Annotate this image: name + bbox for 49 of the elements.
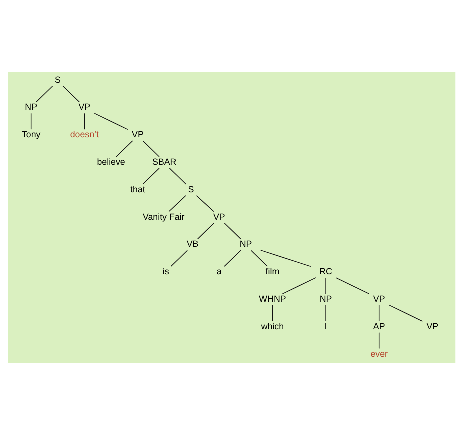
node-text: NP xyxy=(320,294,332,304)
node-text: SBAR xyxy=(152,157,177,167)
connector xyxy=(260,250,312,268)
connector xyxy=(142,140,160,158)
node-text: is xyxy=(162,266,170,277)
node-text: believe xyxy=(97,157,126,167)
connector xyxy=(30,113,32,130)
node-text: VP xyxy=(78,102,91,112)
node-text: VP xyxy=(213,212,226,222)
node-text: ever xyxy=(370,348,388,359)
node-text: a xyxy=(216,266,222,277)
node-text: doesn’t xyxy=(70,130,99,140)
connector xyxy=(62,86,80,103)
connector xyxy=(168,195,186,212)
node-text: VP xyxy=(426,321,439,332)
node-text: film xyxy=(266,266,280,277)
node-text: S xyxy=(188,184,194,194)
connector xyxy=(36,86,54,103)
node-text: Vanity Fair xyxy=(142,212,185,222)
node-text: NP xyxy=(25,102,38,112)
connector xyxy=(198,222,215,240)
connector xyxy=(389,304,424,322)
node-text: I xyxy=(324,321,328,332)
node-text: VP xyxy=(373,294,386,304)
node-text: VP xyxy=(132,130,144,140)
connector xyxy=(282,278,316,294)
node-text: NP xyxy=(240,239,252,250)
node-text: which xyxy=(261,321,284,332)
connector xyxy=(224,222,242,240)
connector xyxy=(94,113,128,130)
connector xyxy=(224,250,242,267)
node-text: that xyxy=(130,184,146,194)
node-text: WHNP xyxy=(259,294,286,304)
connector xyxy=(116,140,134,158)
connector xyxy=(378,305,380,322)
node-text: RC xyxy=(320,266,332,277)
node-text: S xyxy=(55,74,61,85)
node-text: VB xyxy=(186,239,199,250)
connector xyxy=(272,305,274,322)
connector xyxy=(169,168,187,185)
connector xyxy=(336,278,370,294)
connector xyxy=(250,250,268,267)
node-text: Tony xyxy=(22,130,41,140)
connector xyxy=(170,250,188,267)
node-text: AP xyxy=(373,321,386,332)
connector xyxy=(84,113,86,130)
connector xyxy=(196,195,214,212)
connector xyxy=(142,168,160,185)
connector xyxy=(378,332,380,350)
